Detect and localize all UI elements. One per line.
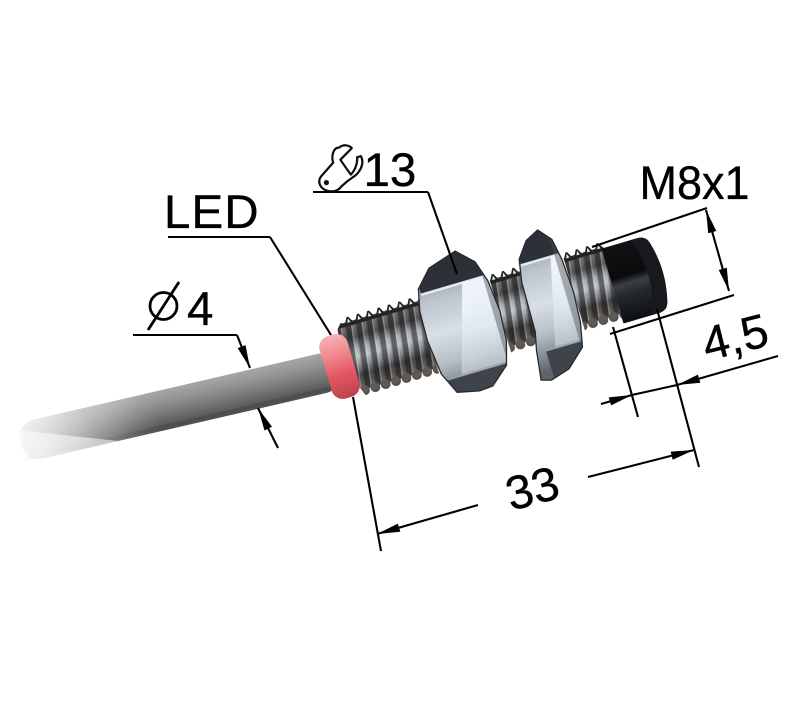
svg-text:LED: LED <box>164 186 260 239</box>
svg-text:M8x1: M8x1 <box>640 157 750 210</box>
svg-text:13: 13 <box>364 144 417 197</box>
svg-text:4: 4 <box>187 283 213 336</box>
